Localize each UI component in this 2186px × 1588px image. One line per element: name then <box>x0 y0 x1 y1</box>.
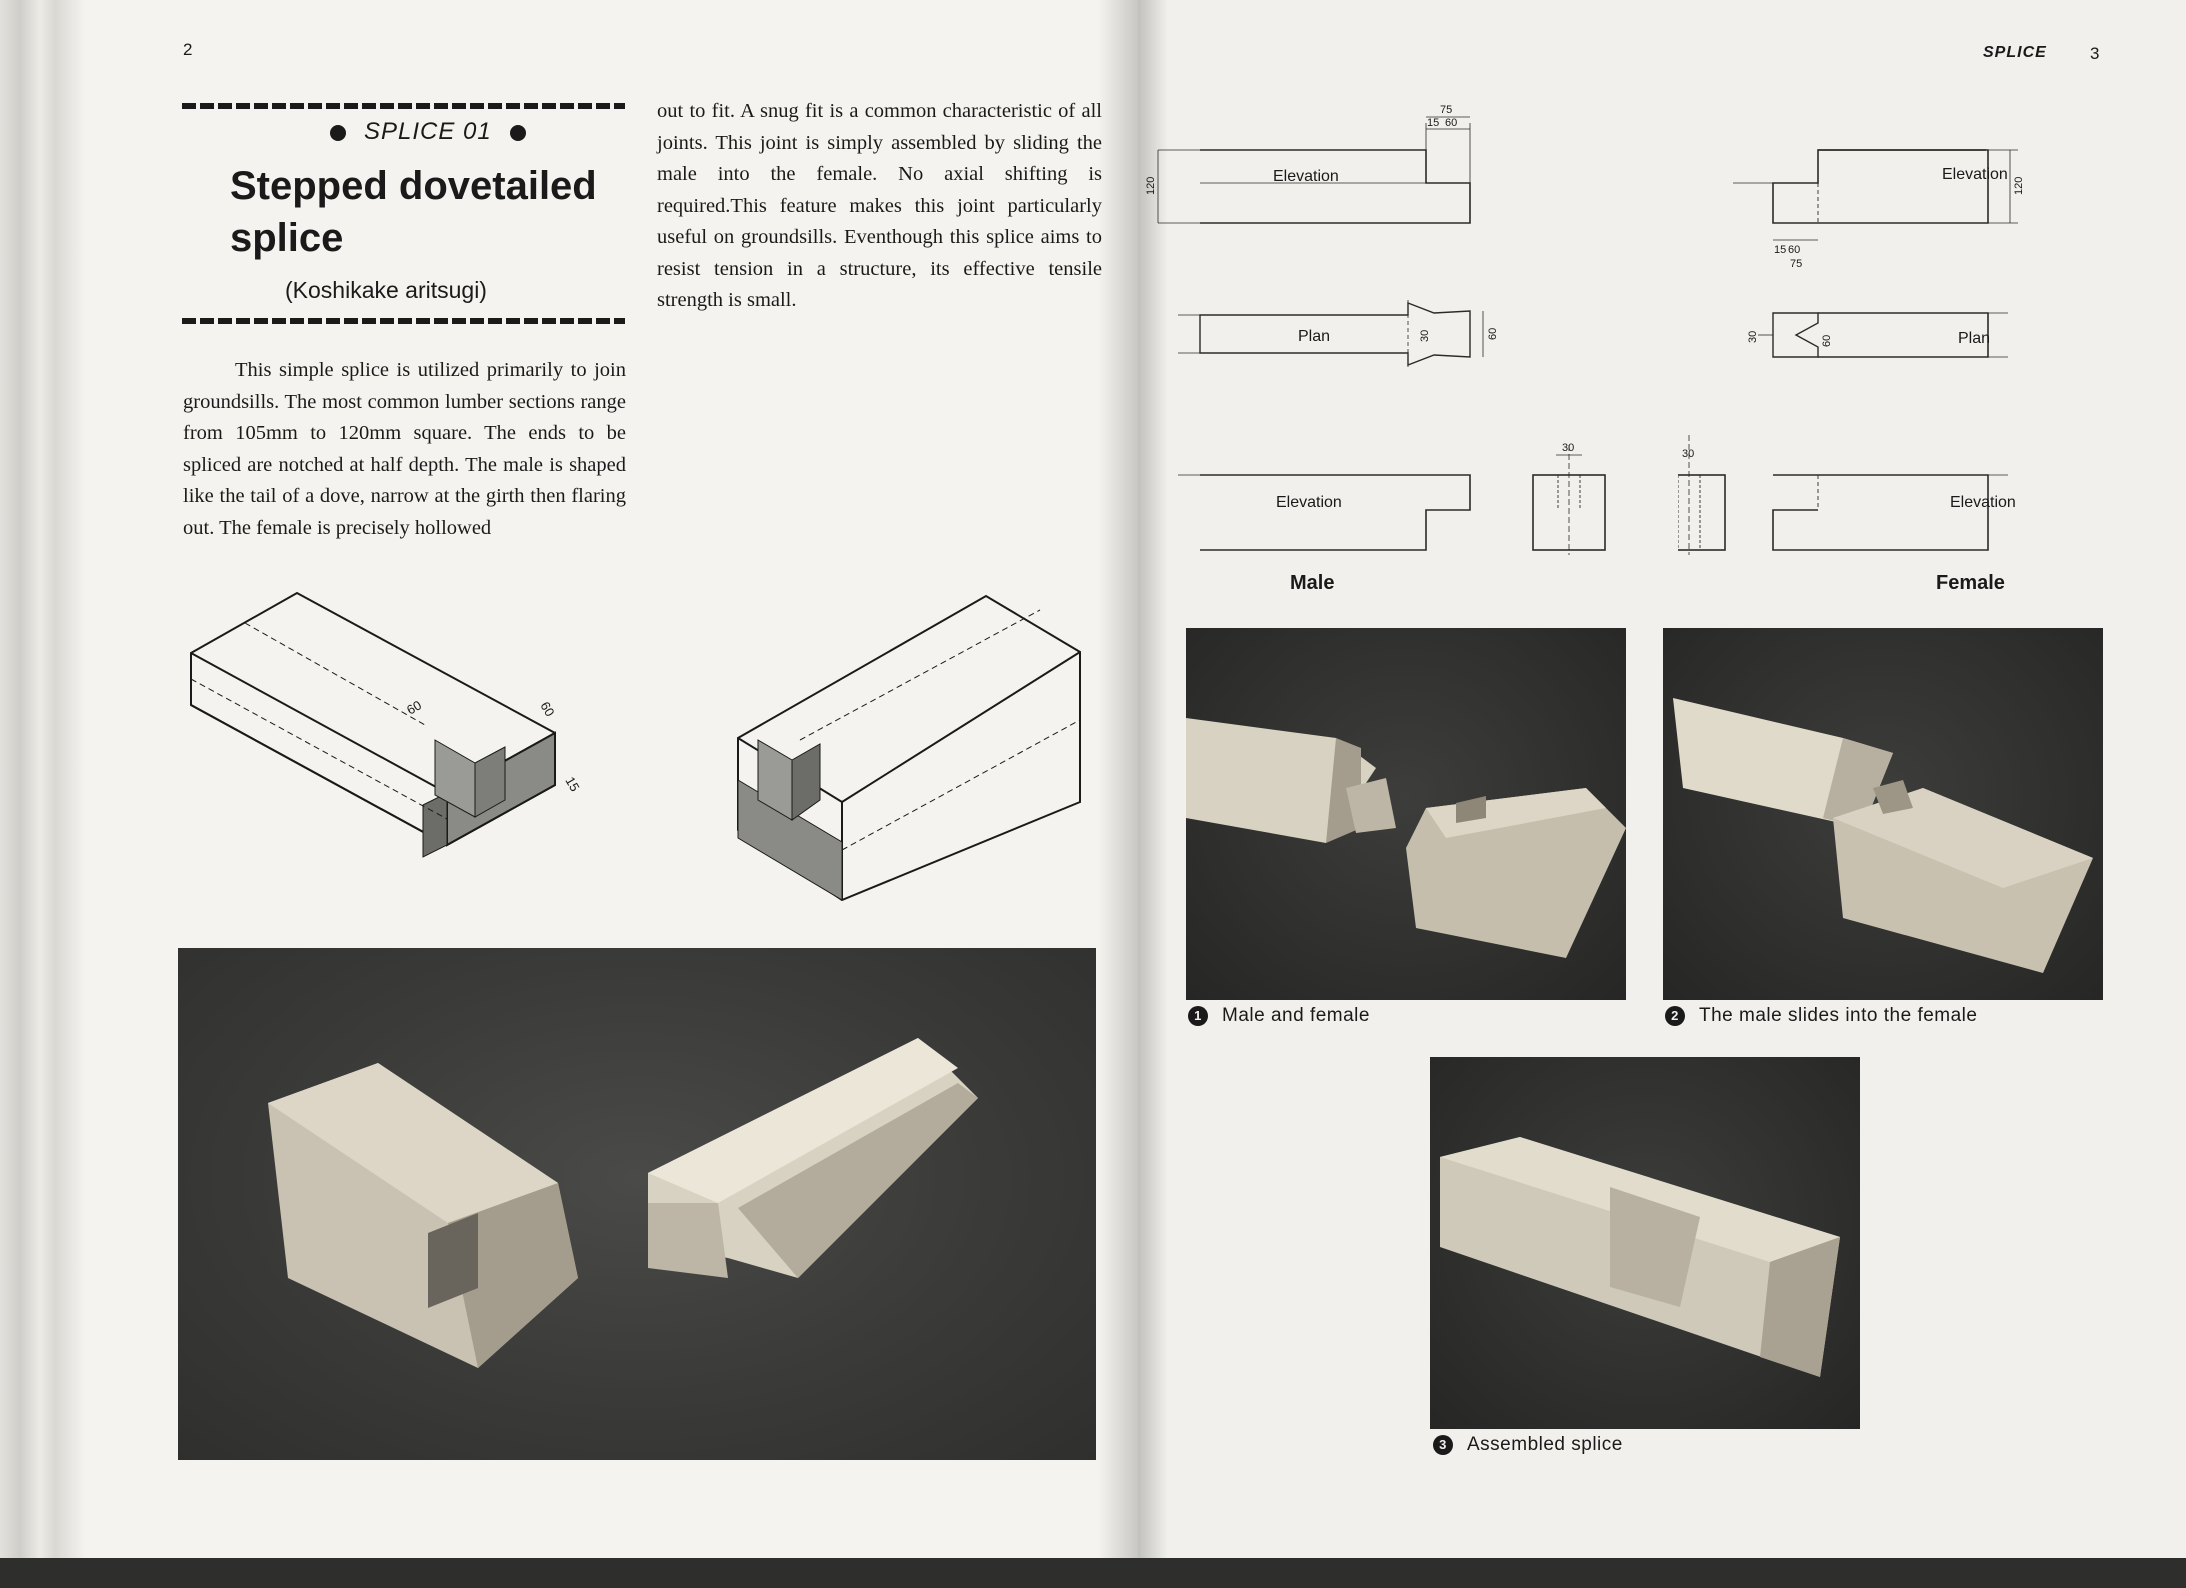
dimension-label: 30 <box>1747 331 1759 343</box>
bullet-icon <box>509 124 526 141</box>
iso-dimension-label: 60 <box>537 699 557 719</box>
page-number-left: 2 <box>183 40 193 59</box>
dimension-label: 15 <box>1427 117 1439 129</box>
male-orthographic-drawings: 75 15 60 120 60 30 30 <box>1145 104 1606 555</box>
page-title: Stepped dovetailed splice <box>230 160 597 264</box>
caption-1: 1 Male and female <box>1188 1005 1370 1027</box>
photo-male-and-female <box>1186 628 1626 1000</box>
gutter-shadow <box>1098 0 1138 1588</box>
dimension-label: 120 <box>1145 177 1157 195</box>
female-label: Female <box>1936 572 2005 594</box>
page-edge-stack <box>0 0 85 1588</box>
number-marker: 1 <box>1188 1005 1208 1026</box>
japanese-name: (Koshikake aritsugi) <box>285 277 487 303</box>
splice-number-label: SPLICE 01 <box>312 118 544 146</box>
view-label-elevation: Elevation <box>1950 494 2016 511</box>
caption-3: 3 Assembled splice <box>1433 1434 1623 1456</box>
dimension-label: 75 <box>1440 104 1452 116</box>
bullet-icon <box>330 124 346 141</box>
body-column-2: out to fit. A snug fit is a common chara… <box>657 100 1102 311</box>
dimension-label: 75 <box>1790 258 1802 270</box>
number-marker: 2 <box>1665 1005 1685 1026</box>
dimension-label: 30 <box>1419 330 1431 342</box>
body-column-1: This simple splice is utilized primarily… <box>183 359 626 539</box>
number-marker: 3 <box>1433 1434 1453 1455</box>
male-label: Male <box>1290 572 1335 594</box>
caption-text: Assembled splice <box>1467 1434 1623 1455</box>
caption-2: 2 The male slides into the female <box>1665 1005 1977 1027</box>
page-number-right: 3 <box>2090 44 2100 63</box>
female-orthographic-drawings: 60 15 75 120 30 60 30 <box>1678 149 2025 555</box>
title-rule-top <box>182 103 625 109</box>
title-line-1: Stepped dovetailed <box>230 164 597 208</box>
view-label-elevation: Elevation <box>1276 494 1342 511</box>
iso-dimension-label: 15 <box>562 774 582 794</box>
running-head: SPLICE <box>1983 44 2047 61</box>
dimension-label: 60 <box>1487 328 1499 340</box>
isometric-male-drawing: 60 60 15 <box>190 591 583 858</box>
isometric-female-drawing <box>737 594 1081 902</box>
dimension-label: 60 <box>1445 117 1457 129</box>
view-label-elevation: Elevation <box>1942 166 2008 183</box>
view-label-plan: Plan <box>1958 330 1991 347</box>
background-strip <box>0 1558 2186 1588</box>
iso-dimension-label: 60 <box>404 697 424 717</box>
left-page: 2 SPLICE 01 Stepped dovetailed splice (K… <box>0 0 1138 1588</box>
dimension-label: 30 <box>1562 442 1574 454</box>
title-rule-bottom <box>182 318 625 324</box>
caption-text: The male slides into the female <box>1699 1005 1978 1026</box>
dimension-label: 120 <box>2013 177 2025 195</box>
right-page: SPLICE 3 <box>1138 0 2186 1588</box>
splice-label-text: SPLICE 01 <box>364 118 492 145</box>
view-label-elevation: Elevation <box>1273 168 1339 185</box>
view-label-plan: Plan <box>1298 328 1331 345</box>
dimension-label: 60 <box>1821 335 1833 347</box>
dimension-label: 15 <box>1774 244 1786 256</box>
title-line-2: splice <box>230 216 344 260</box>
caption-text: Male and female <box>1222 1005 1370 1026</box>
photo-assembled-splice <box>1430 1057 1860 1429</box>
gutter-shadow <box>1138 0 1168 1588</box>
dimension-label: 30 <box>1682 448 1694 460</box>
photo-male-slides-into-female <box>1663 628 2103 1000</box>
photo-male-female-blocks <box>178 948 1096 1460</box>
dimension-label: 60 <box>1788 244 1800 256</box>
